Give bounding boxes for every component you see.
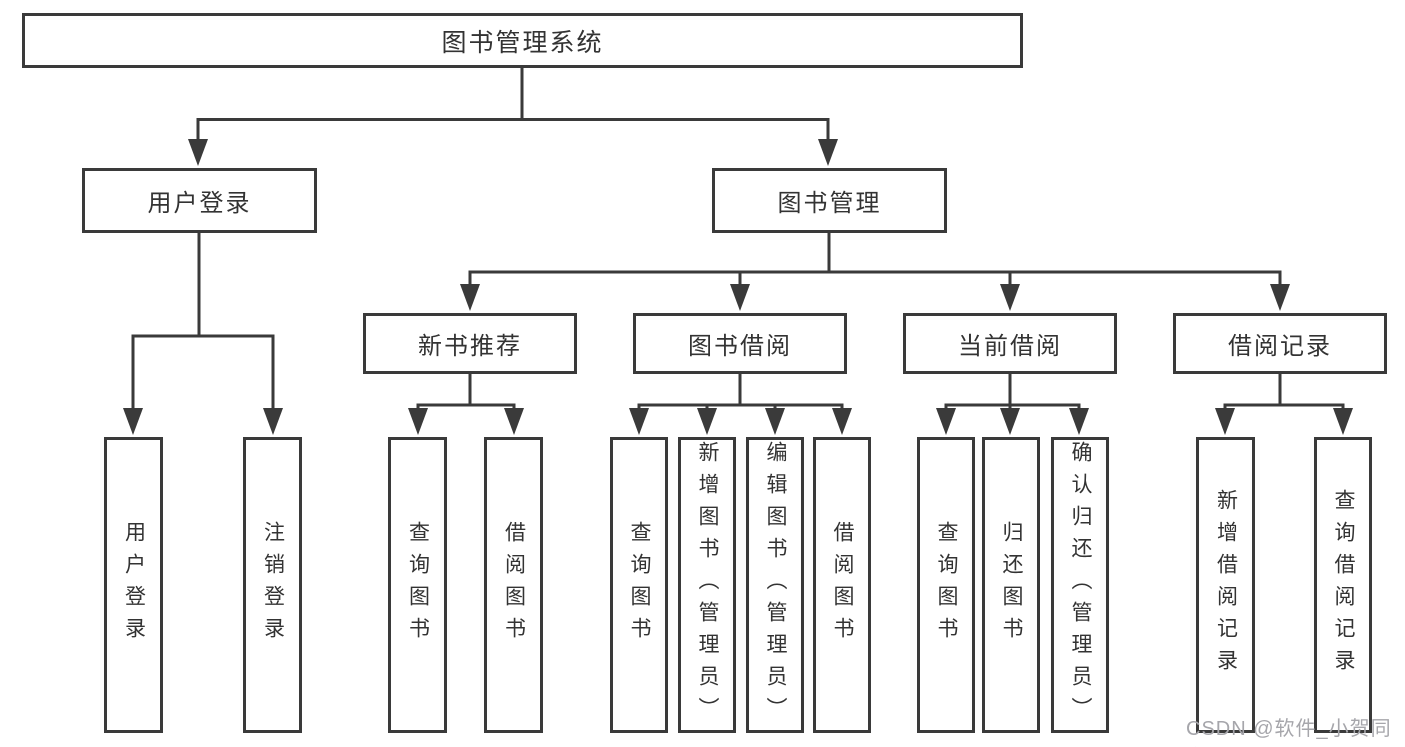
csdn-watermark: CSDN @软件_小贺同学	[1186, 718, 1392, 740]
connector-current-borrow-branch	[936, 374, 1089, 435]
node-new-book-recommend: 新书推荐	[363, 313, 577, 374]
leaf-edit-book-admin: 编辑图书（管理员）	[746, 437, 804, 733]
connector-book-management-branch	[460, 233, 1290, 311]
node-book-management: 图书管理	[712, 168, 947, 233]
leaf-return-book: 归还图书	[982, 437, 1040, 733]
node-book-borrow: 图书借阅	[633, 313, 847, 374]
connector-borrow-records-branch	[1215, 374, 1353, 435]
node-current-borrow: 当前借阅	[903, 313, 1117, 374]
leaf-query-book-current: 查询图书	[917, 437, 975, 733]
leaf-borrow-book: 借阅图书	[813, 437, 871, 733]
node-library-system: 图书管理系统	[22, 13, 1023, 68]
leaf-user-login: 用户登录	[104, 437, 163, 733]
leaf-query-book-borrow: 查询图书	[610, 437, 668, 733]
connector-root-to-level2	[188, 68, 838, 166]
leaf-query-borrow-record: 查询借阅记录	[1314, 437, 1372, 733]
connector-user-login-branch	[123, 233, 283, 435]
node-user-login: 用户登录	[82, 168, 317, 233]
leaf-logout: 注销登录	[243, 437, 302, 733]
node-borrow-records: 借阅记录	[1173, 313, 1387, 374]
leaf-query-book-recommend: 查询图书	[388, 437, 447, 733]
leaf-borrow-book-recommend: 借阅图书	[484, 437, 543, 733]
leaf-add-borrow-record: 新增借阅记录	[1196, 437, 1255, 733]
connector-new-book-branch	[408, 374, 524, 435]
leaf-add-book-admin: 新增图书（管理员）	[678, 437, 736, 733]
leaf-confirm-return-admin: 确认归还（管理员）	[1051, 437, 1109, 733]
connector-book-borrow-branch	[629, 374, 852, 435]
